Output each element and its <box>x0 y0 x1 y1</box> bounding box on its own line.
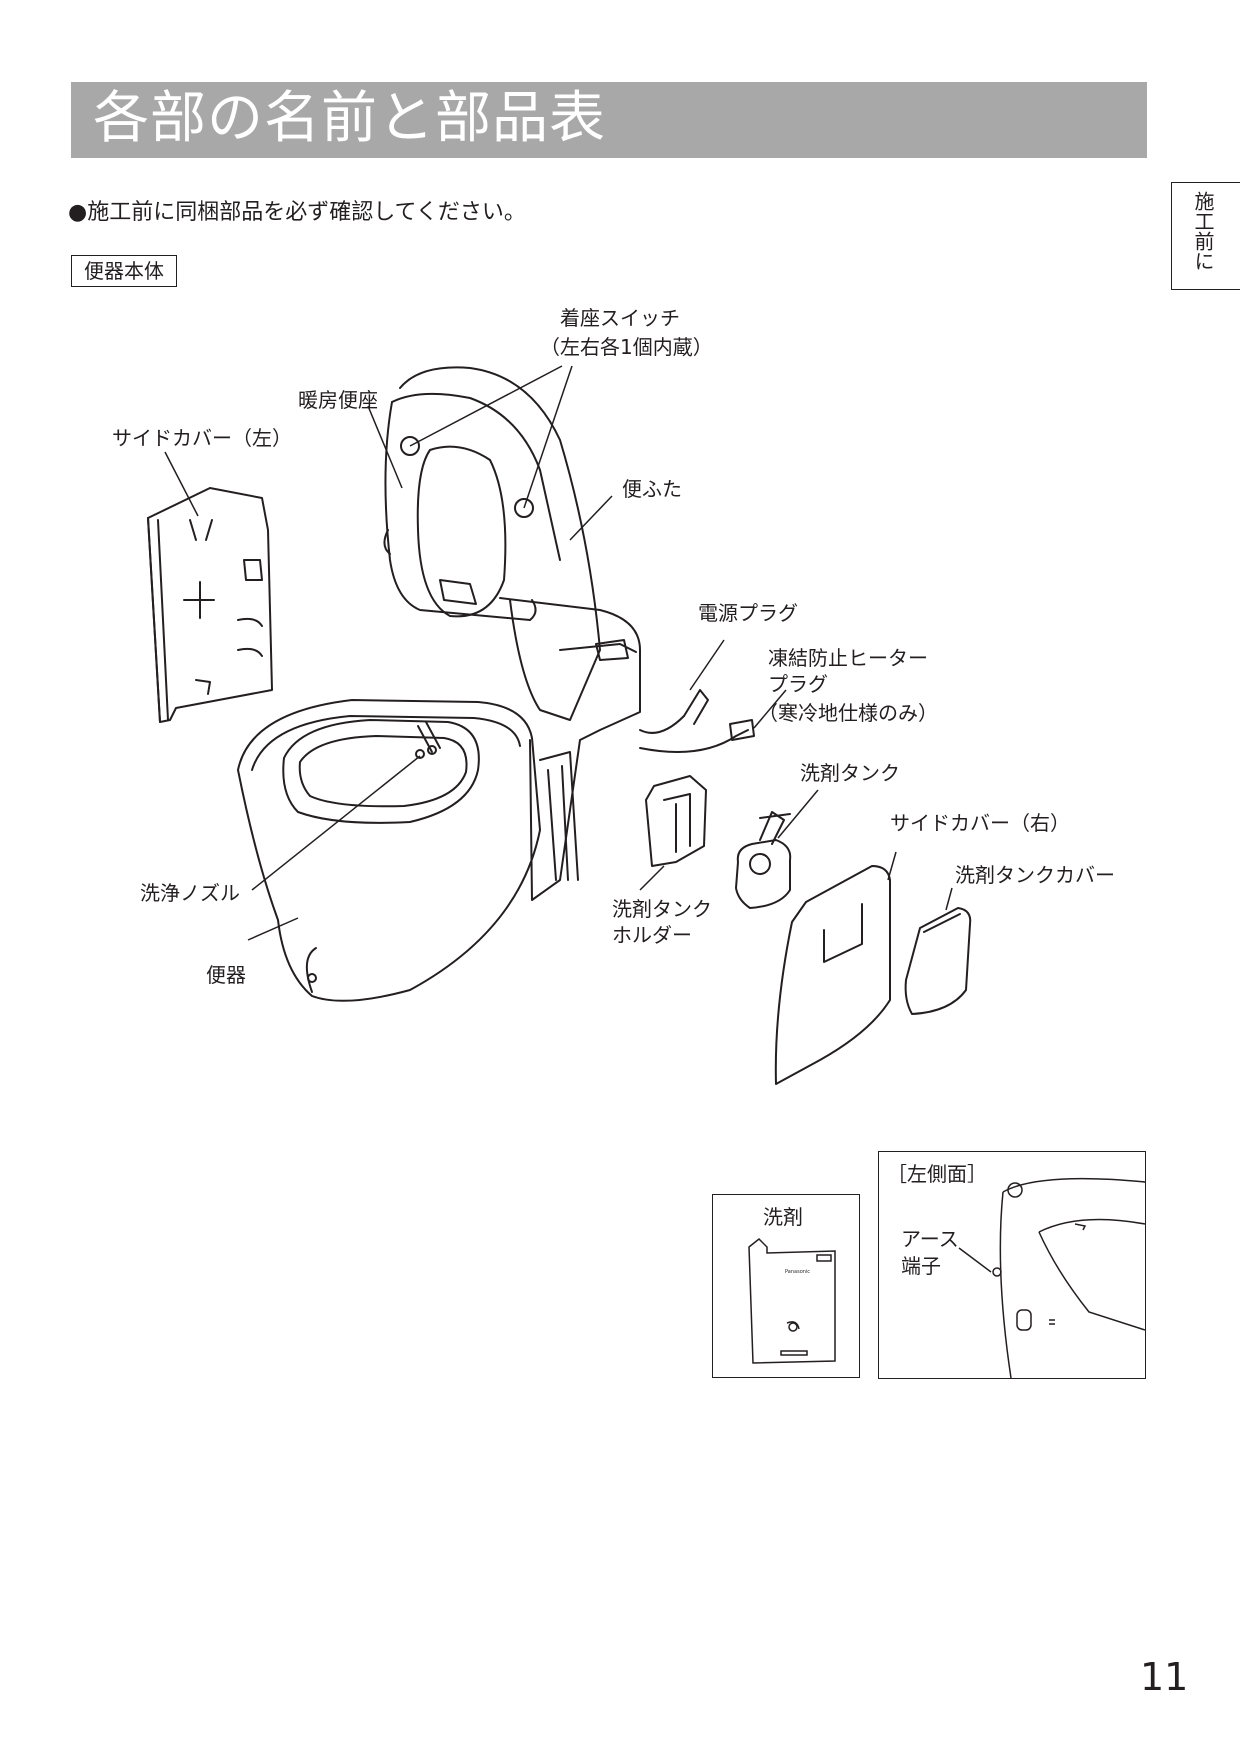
notice-text: ●施工前に同梱部品を必ず確認してください。 <box>68 200 526 225</box>
detergent-tank-illustration <box>735 811 792 909</box>
power-cord-illustration <box>639 689 755 753</box>
toilet-bowl-illustration <box>237 699 541 1002</box>
label-side-cover-left: サイドカバー（左） <box>112 426 292 450</box>
label-antifreeze-line1: 凍結防止ヒーター <box>768 646 928 670</box>
label-heated-seat: 暖房便座 <box>298 388 378 412</box>
tank-cover-illustration <box>904 907 972 1015</box>
label-tank-holder-line2: ホルダー <box>612 923 692 947</box>
left-side-view-box: ［左側面］ アース 端子 <box>878 1151 1146 1379</box>
page-title-bar: 各部の名前と部品表 <box>71 82 1147 158</box>
left-side-illustration <box>958 1177 1145 1378</box>
detergent-box-title: 洗剤 <box>763 1205 803 1229</box>
label-seat-switch-line1: 着座スイッチ <box>560 306 680 330</box>
seat-lid-illustration <box>383 366 601 721</box>
tank-holder-illustration <box>645 775 707 867</box>
detergent-brand-text: Panasonic <box>785 1269 810 1275</box>
label-wash-nozzle: 洗浄ノズル <box>140 881 240 905</box>
tank-body-illustration <box>499 597 641 901</box>
label-seat-switch-line2: （左右各1個内蔵） <box>540 335 713 359</box>
label-antifreeze-line3: （寒冷地仕様のみ） <box>758 701 938 725</box>
label-lid: 便ふた <box>622 477 682 501</box>
label-earth-line2: 端子 <box>901 1254 941 1278</box>
side-cover-left-illustration <box>147 487 273 723</box>
left-side-view-title: ［左側面］ <box>887 1162 987 1186</box>
detergent-pouch-icon: Panasonic <box>748 1237 836 1364</box>
page-number: 11 <box>1140 1655 1189 1699</box>
label-earth-line1: アース <box>901 1227 959 1251</box>
label-power-plug: 電源プラグ <box>698 601 798 625</box>
label-bowl: 便器 <box>206 963 246 987</box>
section-label: 便器本体 <box>71 255 177 287</box>
label-antifreeze-line2: プラグ <box>768 672 828 696</box>
label-side-cover-right: サイドカバー（右） <box>890 811 1070 835</box>
side-cover-right-illustration <box>774 865 891 1085</box>
label-tank-holder-line1: 洗剤タンク <box>612 897 712 921</box>
label-detergent-tank: 洗剤タンク <box>800 761 900 785</box>
detergent-box: 洗剤 Panasonic <box>712 1194 860 1378</box>
page-title: 各部の名前と部品表 <box>93 86 606 151</box>
label-detergent-tank-cover: 洗剤タンクカバー <box>955 863 1115 887</box>
chapter-tab: 施工前に <box>1171 182 1240 290</box>
chapter-tab-label: 施工前に <box>1191 191 1215 271</box>
